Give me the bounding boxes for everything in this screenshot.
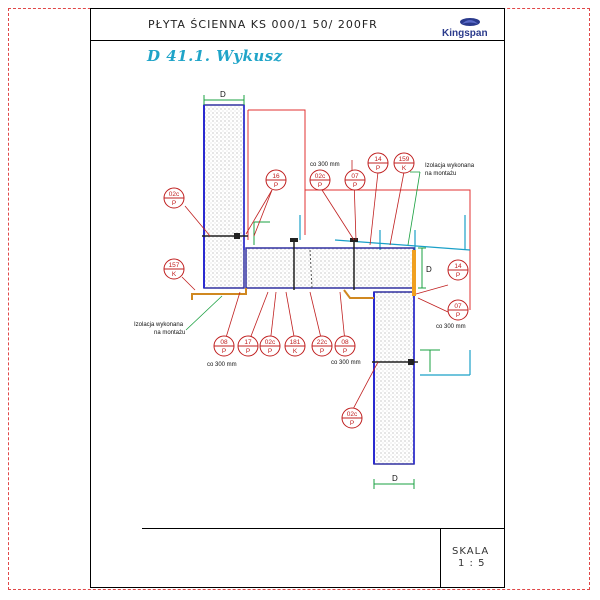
scale-value: 1 : 5: [458, 558, 486, 569]
callout-16: [265, 169, 287, 191]
callout-157: [163, 258, 185, 280]
horizontal-panel: [245, 247, 415, 289]
callout-bubbles: [163, 152, 469, 429]
callout-letter: P: [456, 272, 460, 279]
callout-22c: [311, 335, 333, 357]
callout-letter: P: [343, 348, 347, 355]
wall-panel-lower: [373, 291, 415, 465]
callout-02c-b: [309, 169, 331, 191]
callout-code: 159: [399, 156, 410, 163]
callout-code: 07: [454, 303, 462, 310]
title-block: [90, 8, 505, 41]
callout-08-a: [213, 335, 235, 357]
callout-letter: K: [172, 271, 177, 278]
callout-14-b: [447, 259, 469, 281]
drawing-title: PŁYTA ŚCIENNA KS 000/1 50/ 200FR: [148, 18, 378, 31]
dim-label-top: D: [220, 90, 226, 99]
kingspan-logo: Kingspan: [442, 18, 488, 38]
insulation-note-left-line1: Izolacja wykonana: [134, 322, 184, 328]
callout-letter: P: [318, 182, 322, 189]
callout-letter: P: [353, 182, 357, 189]
callout-07-a: [344, 169, 366, 191]
callout-letter: P: [222, 348, 226, 355]
corner-trim: [412, 250, 416, 296]
callout-159: [393, 152, 415, 174]
callout-17: [237, 335, 259, 357]
callout-02c-d: [341, 407, 363, 429]
callout-code: 08: [220, 339, 228, 346]
dim-label-bottom: D: [392, 474, 398, 483]
spacing-note-left: co 300 mm: [207, 362, 237, 368]
callout-code: 181: [290, 339, 301, 346]
scale-label: SKALA: [452, 546, 490, 557]
callout-letter: P: [268, 348, 272, 355]
callout-letter: P: [274, 182, 278, 189]
callout-letter: P: [456, 312, 460, 319]
callout-code: 02c: [169, 191, 180, 198]
callout-code: 14: [454, 263, 462, 270]
callout-code: 07: [351, 173, 359, 180]
callout-letter: P: [172, 200, 176, 207]
spacing-note-right: co 300 mm: [436, 324, 466, 330]
callout-letter: P: [320, 348, 324, 355]
callout-code: 22c: [317, 339, 328, 346]
callout-02c-c: [259, 335, 281, 357]
callout-181: [284, 335, 306, 357]
drawing-frame: [90, 8, 505, 588]
outer-cladding-lines: [247, 109, 471, 310]
scale-divider: [440, 528, 441, 588]
callout-letter: K: [293, 348, 298, 355]
dimension-lines: [203, 95, 440, 489]
spacing-note-center: co 300 mm: [331, 360, 361, 366]
insulation-note-right-line1: Izolacja wykonana: [425, 163, 475, 169]
callout-code: 16: [272, 173, 280, 180]
callout-code: 08: [341, 339, 349, 346]
leader-lines: [181, 160, 449, 412]
callout-code: 157: [169, 262, 180, 269]
callout-code: 02c: [315, 173, 326, 180]
spacing-note-top: co 300 mm: [310, 162, 340, 168]
callout-code: 17: [244, 339, 252, 346]
brand-name: Kingspan: [442, 28, 488, 38]
callout-08-b: [334, 335, 356, 357]
callout-code: 14: [374, 156, 382, 163]
notes-block: [142, 528, 505, 588]
insulation-note-right-line2: na montażu: [425, 171, 456, 177]
callout-14-a: [367, 152, 389, 174]
callout-code: 02c: [265, 339, 276, 346]
insulation-note-left-line2: na montażu: [154, 330, 185, 336]
callout-02c-a: [163, 187, 185, 209]
callout-letter: K: [402, 165, 407, 172]
callout-letter: P: [350, 420, 354, 427]
callout-codes: 02c P 157 K 16 P 02c P 07 P 14 P 159 K 1…: [169, 156, 462, 427]
wall-panel-upper: [203, 104, 245, 289]
callout-letter: P: [376, 165, 380, 172]
detail-subtitle: D 41.1. Wykusz: [147, 47, 283, 65]
callout-code: 02c: [347, 411, 358, 418]
dim-label-right: D: [426, 265, 432, 274]
callout-letter: P: [246, 348, 250, 355]
callout-07-b: [447, 299, 469, 321]
